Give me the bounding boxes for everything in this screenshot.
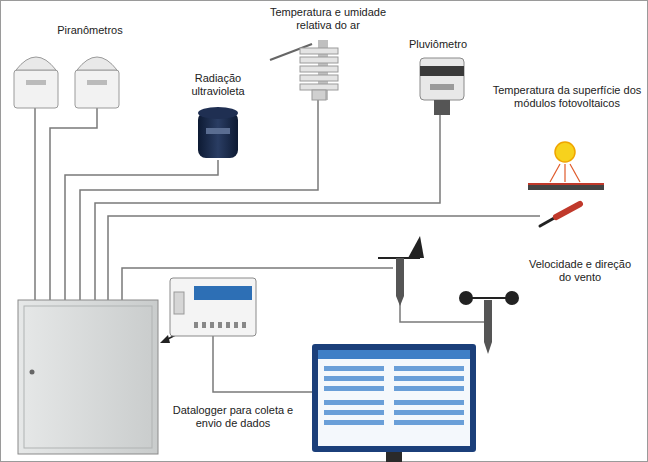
monitor bbox=[312, 344, 476, 462]
rain-gauge bbox=[420, 58, 464, 115]
cabinet bbox=[18, 300, 158, 454]
sensor-label: Piranômetros bbox=[40, 24, 140, 37]
uv-sensor bbox=[198, 107, 238, 158]
wind-vane bbox=[378, 236, 424, 306]
sensor-label: Datalogger para coleta e envio de dados bbox=[168, 404, 298, 430]
sensor-label: Radiação ultravioleta bbox=[176, 72, 260, 98]
pyranometer bbox=[14, 57, 119, 108]
thermo-hygrometer bbox=[270, 40, 338, 100]
temperature-probe bbox=[540, 204, 580, 226]
sun-module bbox=[528, 142, 604, 190]
sensor-label: Pluviômetro bbox=[398, 38, 478, 51]
sensor-label: Temperatura da superfície dos módulos fo… bbox=[492, 84, 642, 110]
sensor-label: Velocidade e direção do vento bbox=[528, 258, 632, 284]
sensor-label: Temperatura e umidade relativa do ar bbox=[258, 6, 398, 32]
datalogger bbox=[170, 278, 256, 336]
